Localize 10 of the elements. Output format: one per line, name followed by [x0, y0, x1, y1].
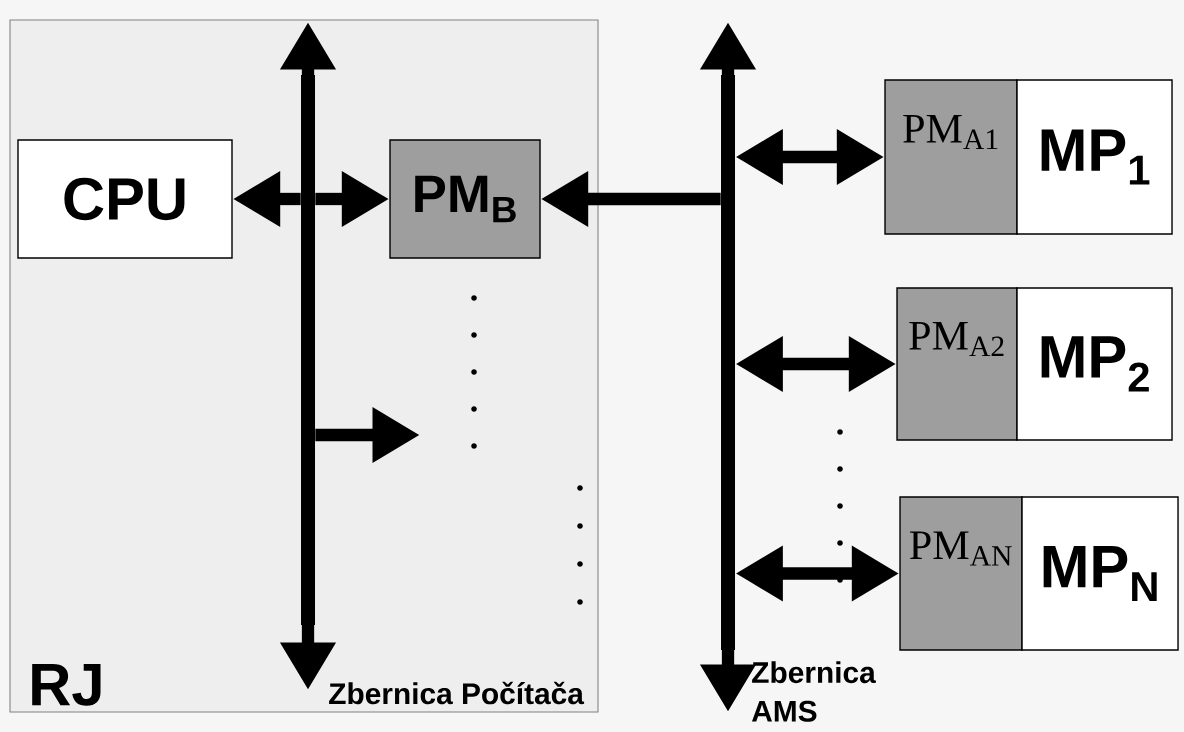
module-box: PM$_{A2}$ — [896, 287, 1018, 441]
module-box: PM$_{B}$ — [389, 139, 541, 259]
module-box: PM$_{A1}$ — [884, 79, 1018, 235]
component-box: MP$_{2}$ — [1016, 287, 1173, 441]
component-box: MP$_{1}$ — [1016, 79, 1173, 235]
component-box: MP$_{N}$ — [1021, 496, 1179, 651]
component-box: CPU — [17, 139, 233, 259]
bus-label: Zbernica AMS — [751, 661, 876, 722]
bus-label: Zbernica Počítača — [329, 681, 585, 705]
module-box: PM$_{AN}$ — [899, 496, 1023, 651]
